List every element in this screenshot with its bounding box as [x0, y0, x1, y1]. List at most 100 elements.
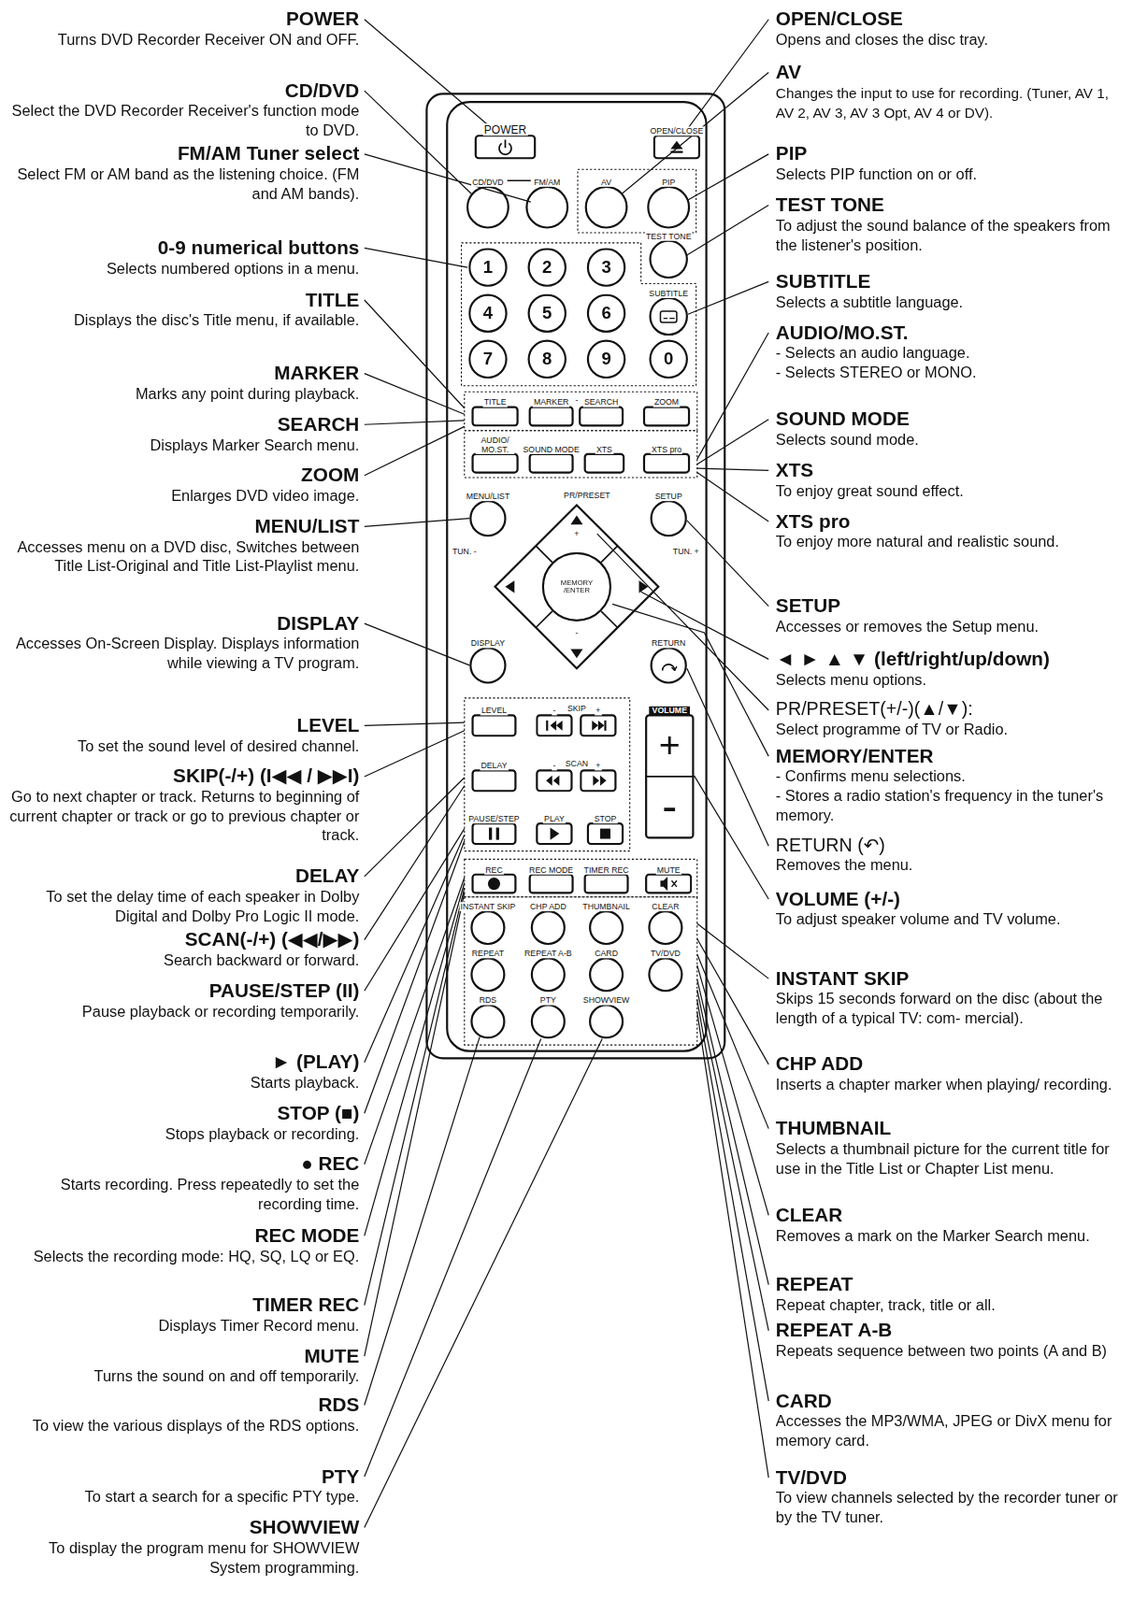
feature-description: Accesses menu on a DVD disc, Switches be… — [3, 537, 359, 575]
button-label: + — [594, 706, 602, 717]
button-label: PAUSE/STEP — [467, 814, 520, 824]
button-text: 8 — [542, 350, 552, 370]
feature-description: Selects sound mode. — [775, 430, 1130, 450]
button-label: SKIP — [566, 703, 588, 714]
feature-description: Repeat chapter, track, title or all. — [775, 1296, 1130, 1316]
button-icon — [499, 140, 512, 156]
round-button: 4 — [468, 293, 507, 332]
button-label: VOLUME — [648, 706, 690, 717]
rect-button: POWER — [474, 134, 537, 159]
round-button: 7 — [468, 340, 507, 379]
button-text: 0 — [663, 350, 674, 370]
button-label: - — [573, 396, 579, 406]
feature-description: Selects the recording mode: HQ, SQ, LQ o… — [3, 1247, 359, 1266]
feature-heading: TEST TONE — [775, 193, 1130, 216]
round-button: THUMBNAIL — [588, 910, 624, 946]
button-icon — [550, 828, 560, 841]
round-button: MEMORY /ENTER — [542, 552, 612, 622]
button-icon — [488, 828, 492, 841]
leader-line — [364, 19, 603, 1529]
round-button: RDS — [470, 1003, 505, 1039]
feature-heading: XTS pro — [775, 510, 1130, 533]
feature-heading: SCAN(-/+) (◀◀/▶▶) — [3, 929, 359, 952]
feature-heading: RDS — [3, 1394, 359, 1418]
feature-heading: SEARCH — [3, 413, 359, 436]
feature-description: Changes the input to use for recording. … — [775, 84, 1130, 122]
feature-description: Displays Timer Record menu. — [3, 1317, 359, 1336]
leader-line — [597, 19, 769, 1478]
feature-description: - Selects an audio language. — [775, 344, 1130, 363]
feature-description: Starts playback. — [3, 1074, 359, 1093]
button-icon — [659, 876, 668, 891]
feature-description: Turns DVD Recorder Receiver ON and OFF. — [3, 30, 359, 50]
rect-button: SOUND MODE — [529, 453, 574, 474]
rect-button: + — [579, 769, 617, 792]
feature-description: Selects a subtitle language. — [775, 292, 1130, 312]
button-label: TV/DVD — [649, 948, 682, 959]
round-button: TEST TONE — [648, 240, 688, 279]
feature-description: Accesses or removes the Setup menu. — [775, 617, 1130, 637]
button-text: 7 — [483, 350, 493, 370]
round-button: INSTANT SKIP — [470, 910, 505, 946]
feature-heading: DISPLAY — [3, 612, 359, 635]
button-text: 6 — [601, 303, 611, 323]
button-text: - — [646, 786, 692, 828]
button-text: 3 — [601, 258, 611, 277]
feature-heading: 0-9 numerical buttons — [3, 236, 359, 259]
rect-button: REC — [471, 874, 517, 895]
feature-description: Removes a mark on the Marker Search menu… — [775, 1226, 1130, 1246]
feature-description: Inserts a chapter marker when playing/ r… — [775, 1075, 1130, 1095]
button-label: SETUP — [654, 491, 684, 502]
round-button: 6 — [587, 293, 626, 332]
feature-heading: AV — [775, 61, 1130, 85]
feature-heading: REC MODE — [3, 1224, 359, 1248]
rect-button: PAUSE/STEP — [471, 822, 517, 846]
feature-heading: AUDIO/MO.ST. — [775, 321, 1130, 345]
feature-description: - Selects STEREO or MONO. — [775, 363, 1130, 383]
round-button: 9 — [587, 340, 626, 379]
round-button: SHOWVIEW — [588, 1003, 624, 1039]
feature-heading: ► (PLAY) — [3, 1051, 359, 1075]
rect-button: AUDIO/ MO.ST. — [471, 453, 518, 474]
button-group-frame — [464, 430, 698, 478]
button-icon — [671, 666, 676, 671]
round-button: 0 — [648, 340, 688, 379]
rect-button: MARKER — [529, 406, 574, 428]
round-button: FM/AM — [525, 186, 569, 230]
button-label: STOP — [593, 814, 618, 824]
direction-pad — [507, 180, 695, 777]
button-label: CHP ADD — [529, 902, 568, 912]
feature-heading: POWER — [3, 8, 359, 31]
button-label: DISPLAY — [470, 639, 506, 649]
button-label: REC — [484, 865, 504, 875]
feature-description: Go to next chapter or track. Returns to … — [3, 788, 359, 846]
round-button: 1 — [468, 247, 507, 287]
feature-heading: FM/AM Tuner select — [3, 143, 359, 166]
button-label: XTS pro — [650, 444, 683, 455]
rect-button: MUTE — [645, 874, 692, 895]
feature-heading: PIP — [775, 143, 1130, 166]
button-text: 4 — [483, 303, 493, 323]
button-icon — [496, 828, 500, 841]
feature-description: Pause playback or recording temporarily. — [3, 1002, 359, 1021]
feature-heading: PR/PRESET(+/-)(▲/▼): — [775, 699, 1130, 721]
button-icon — [487, 877, 501, 890]
round-button: 8 — [528, 340, 567, 379]
feature-description: Repeats sequence between two points (A a… — [775, 1342, 1130, 1362]
rect-button: LEVEL — [471, 714, 517, 737]
button-label: TUN. - — [451, 546, 478, 557]
feature-heading: SOUND MODE — [775, 408, 1130, 431]
feature-heading: ● REC — [3, 1153, 359, 1177]
button-label: CLEAR — [650, 902, 680, 912]
feature-heading: TITLE — [3, 288, 359, 312]
button-icon — [603, 720, 606, 732]
button-text: 1 — [483, 258, 493, 277]
feature-heading: PAUSE/STEP (II) — [3, 979, 359, 1003]
button-label: XTS — [595, 444, 614, 455]
feature-description: Stops playback or recording. — [3, 1124, 359, 1144]
button-label: - — [551, 761, 557, 772]
feature-description: Select the DVD Recorder Receiver's funct… — [3, 101, 359, 140]
rect-button: SEARCH — [578, 406, 624, 428]
rect-button: OPEN/CLOSE — [653, 134, 701, 159]
feature-heading: REPEAT A-B — [775, 1319, 1130, 1343]
